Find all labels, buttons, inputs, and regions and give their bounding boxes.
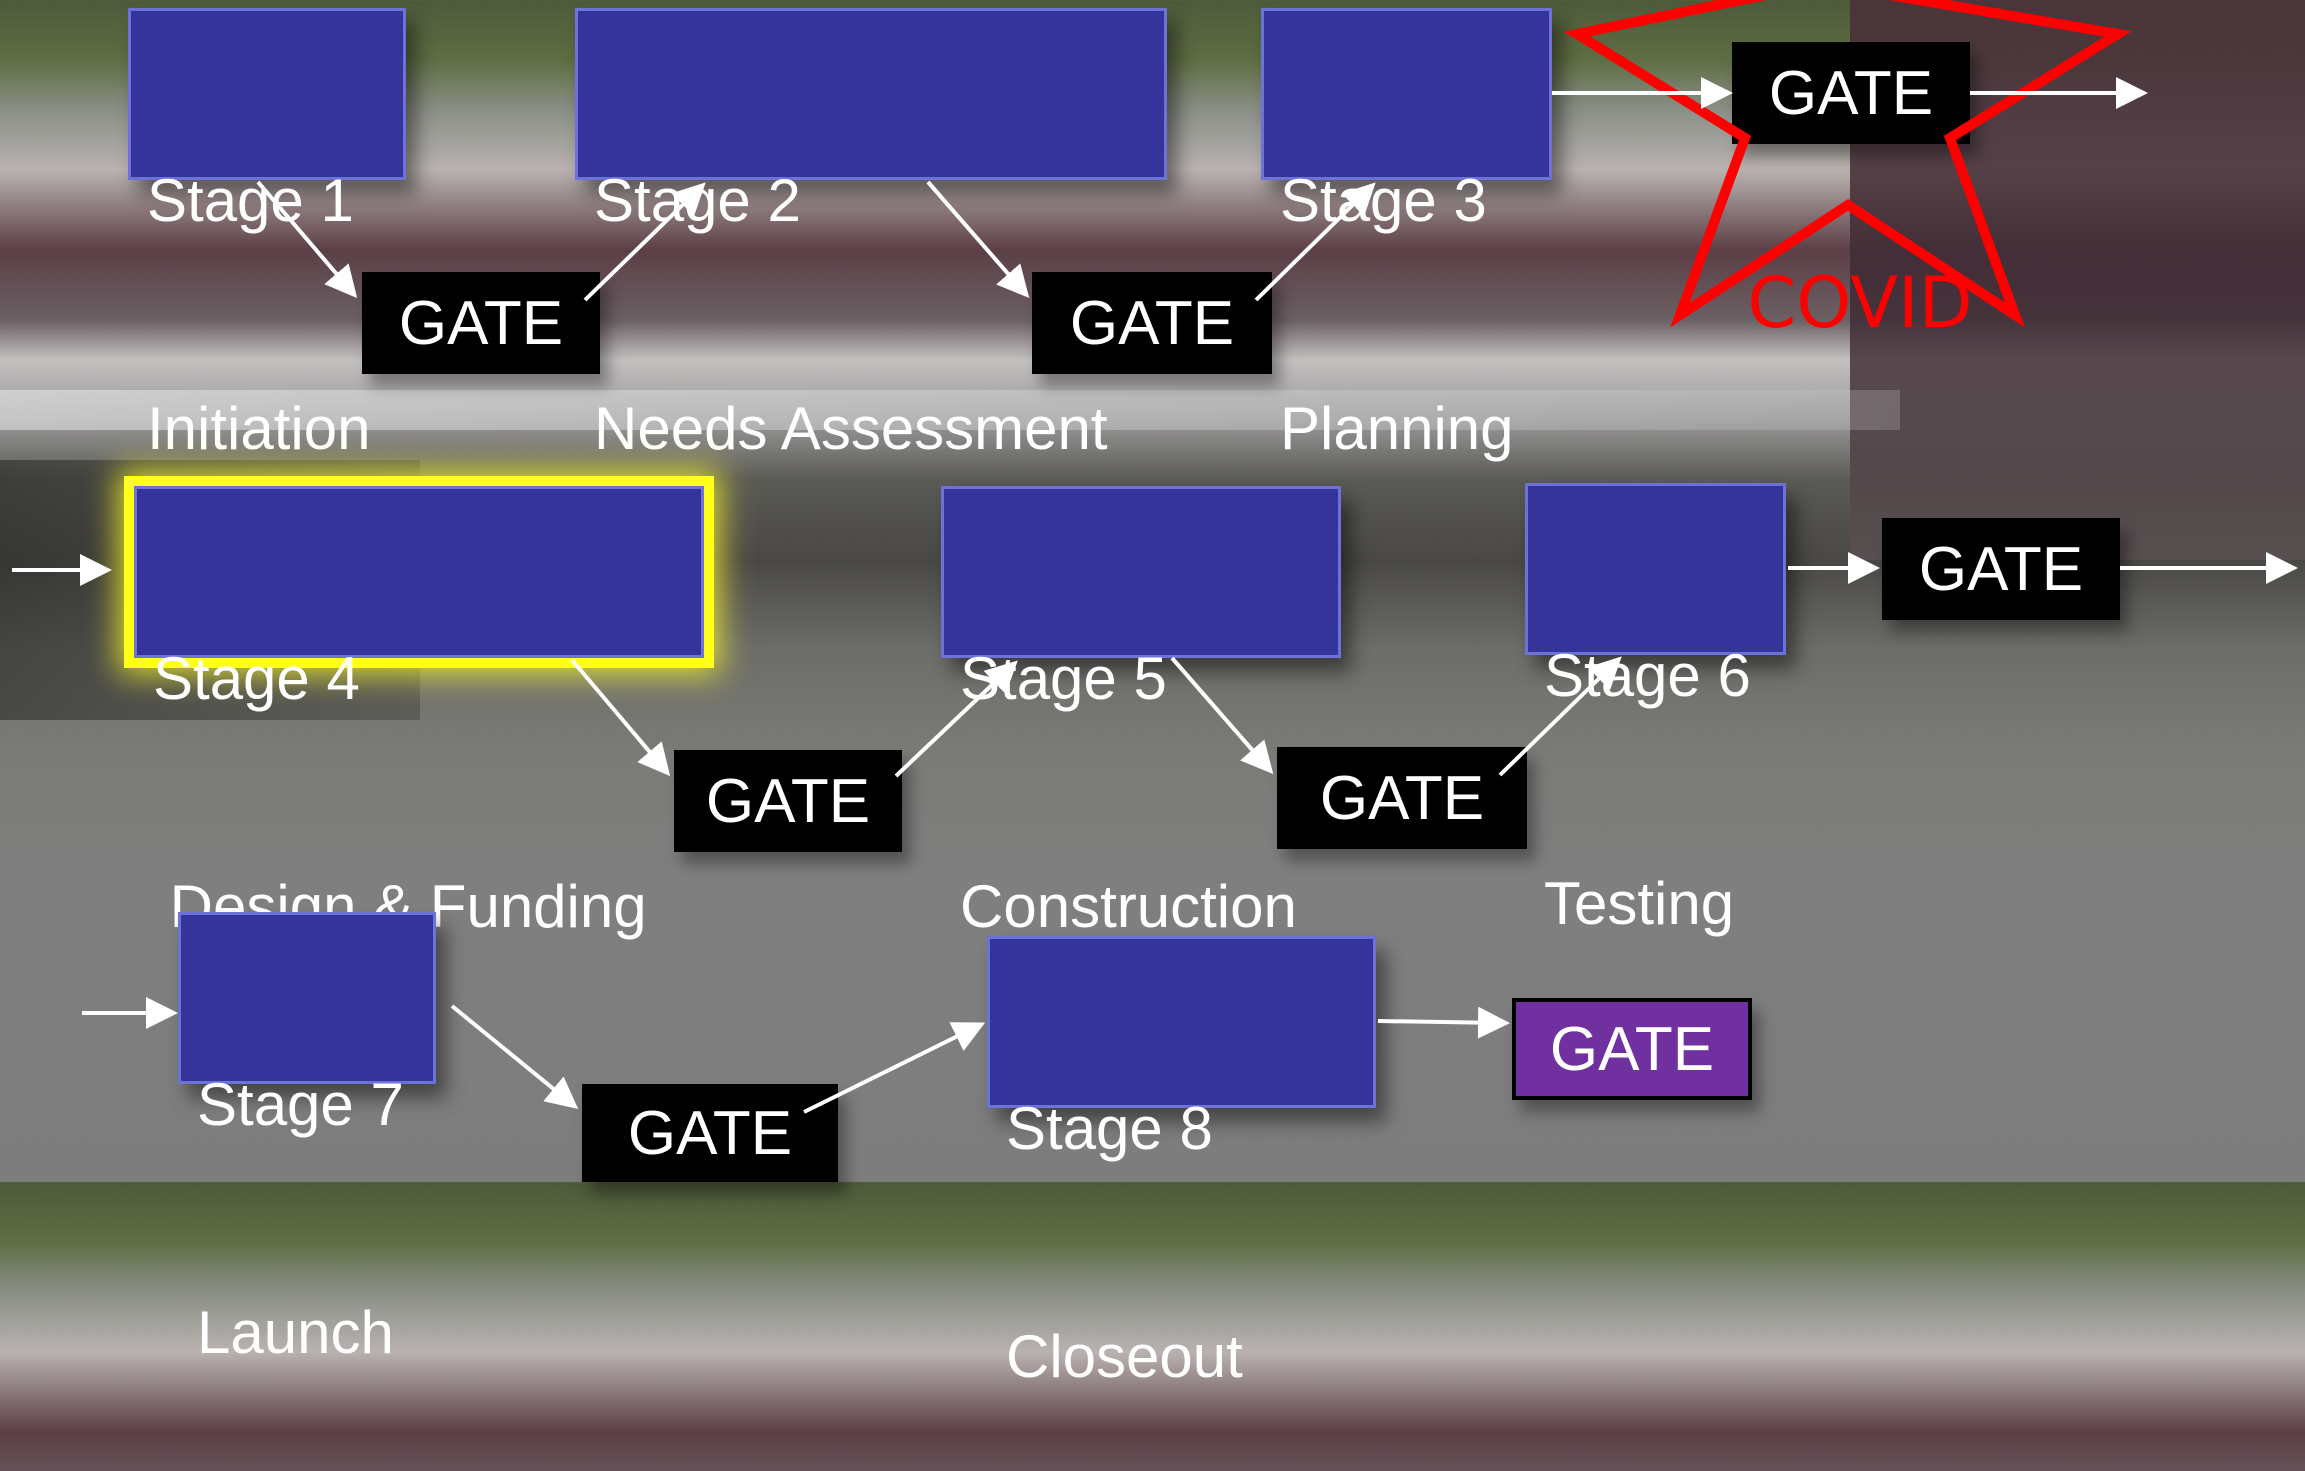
stage-7-title: Launch: [197, 1299, 394, 1366]
gate-stage1-2: GATE: [362, 272, 600, 374]
gate-final: GATE: [1512, 998, 1752, 1100]
arrow-stage2-to-gate: [926, 180, 1030, 299]
arrow-gate-to-stage6: [1498, 656, 1622, 777]
stage-7-number: Stage 7: [197, 1071, 404, 1138]
arrow-stage5-to-gate: [1170, 656, 1274, 775]
stage-5-box: Stage 5 Construction: [941, 486, 1341, 940]
connector-overlay: [80, 0, 2298, 1114]
covid-star-shape: [1563, 0, 2132, 328]
arrow-stage8-to-final-gate: [1377, 1006, 1510, 1039]
stage-8-title: Closeout: [1006, 1323, 1243, 1390]
stage-8-number: Stage 8: [1006, 1095, 1213, 1162]
arrow-gate-to-stage8: [803, 1022, 986, 1114]
stage-1-title: Initiation: [147, 395, 371, 462]
stage-4-box: Stage 4 Design & Funding: [134, 486, 704, 940]
stage-1-number: Stage 1: [147, 167, 354, 234]
stage-2-box: Stage 2 Needs Assessment: [575, 8, 1167, 462]
stage-4-number: Stage 4: [153, 645, 360, 712]
arrow-gate-to-stage3: [1254, 182, 1376, 302]
stage-6-box: Stage 6 Testing: [1525, 483, 1786, 937]
stage-6-number: Stage 6: [1544, 642, 1751, 709]
gate-stage6-out: GATE: [1882, 518, 2120, 620]
stage-5-title: Construction: [960, 873, 1297, 940]
arrow-stage4-to-gate: [570, 658, 671, 777]
gate-stage5-6: GATE: [1277, 747, 1527, 849]
gate-covid: GATE: [1732, 42, 1970, 144]
gate-stage2-3: GATE: [1032, 272, 1272, 374]
gate-stage7-8: GATE: [582, 1084, 838, 1182]
covid-label: COVID: [1747, 262, 1973, 344]
stage-3-title: Planning: [1280, 395, 1514, 462]
stage-3-box: Stage 3 Planning: [1261, 8, 1552, 462]
gate-stage4-5: GATE: [674, 750, 902, 852]
stage-2-title: Needs Assessment: [594, 395, 1108, 462]
arrow-stage1-to-gate: [256, 180, 358, 299]
arrow-stage7-to-gate: [450, 1004, 579, 1110]
arrow-gate-to-stage2: [583, 182, 706, 302]
stage-6-title: Testing: [1544, 870, 1735, 937]
arrow-gate-to-stage5: [894, 660, 1018, 778]
stage-1-box: Stage 1 Initiation: [128, 8, 406, 462]
